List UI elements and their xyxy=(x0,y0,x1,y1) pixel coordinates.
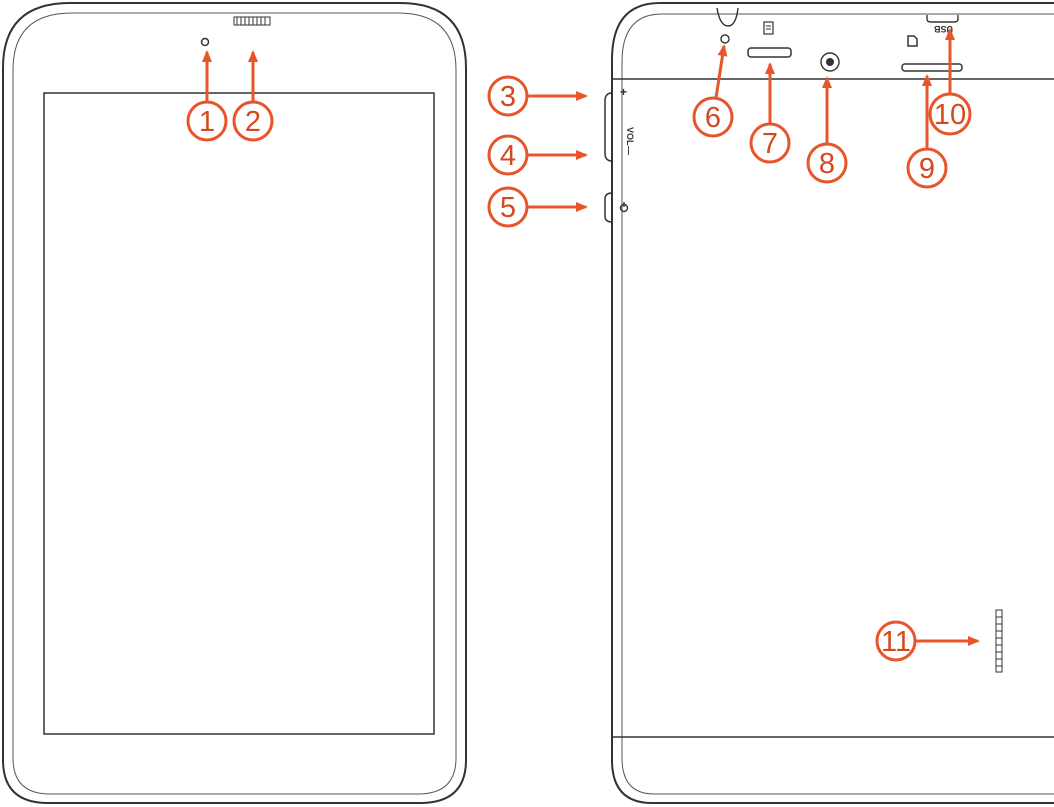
callout-6-circle xyxy=(692,96,734,138)
front-body-outline xyxy=(1,2,467,804)
power-button xyxy=(604,192,613,223)
callout-3-number: 3 xyxy=(500,81,516,113)
back-body-outline xyxy=(611,1,1054,804)
rear-camera-icon xyxy=(820,52,840,72)
back-view: + VOL — USB xyxy=(604,1,1054,804)
earpiece-icon xyxy=(233,16,271,26)
front-bezel-inner xyxy=(12,12,457,795)
back-body-inner xyxy=(621,13,1054,795)
power-icon xyxy=(619,202,629,213)
callout-9-number: 9 xyxy=(919,153,935,185)
display-screen xyxy=(43,92,435,735)
front-view xyxy=(1,2,467,804)
usb-label: USB xyxy=(933,24,953,34)
callouts xyxy=(186,28,980,662)
callout-6-number: 6 xyxy=(705,102,721,134)
callout-6-arrow xyxy=(714,44,728,99)
callout-numbers: 1 2 3 4 5 6 7 8 9 10 11 xyxy=(199,81,966,658)
callout-2-number: 2 xyxy=(245,106,261,138)
sim-card-icon xyxy=(907,35,918,47)
vol-plus-label: + xyxy=(620,85,627,99)
volume-button xyxy=(604,92,613,162)
headphone-jack-icon xyxy=(716,7,739,44)
callout-5-number: 5 xyxy=(500,192,516,224)
speaker-icon xyxy=(995,609,1003,673)
vol-label: VOL xyxy=(625,127,635,146)
vol-minus-label: — xyxy=(624,146,634,155)
callout-7-number: 7 xyxy=(762,128,778,160)
tf-card-slot xyxy=(747,47,792,58)
usb-port xyxy=(926,15,959,23)
callout-11-number: 11 xyxy=(881,626,911,658)
sim-card-slot xyxy=(901,63,963,72)
callout-4-number: 4 xyxy=(500,140,516,172)
tf-card-icon xyxy=(763,21,774,35)
callout-10-number: 10 xyxy=(934,99,966,131)
callout-8-number: 8 xyxy=(819,148,835,180)
front-camera-icon xyxy=(200,37,210,47)
callout-1-number: 1 xyxy=(199,106,215,138)
